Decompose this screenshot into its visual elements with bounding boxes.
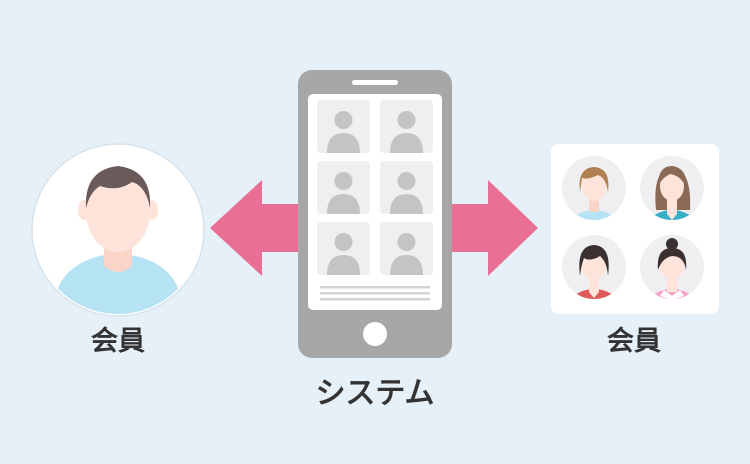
right-arrow-icon [449, 180, 538, 276]
smartphone-icon [298, 70, 452, 358]
user-silhouette-icon [317, 222, 370, 275]
user-silhouette-icon [380, 222, 433, 275]
left-arrow-icon [210, 180, 300, 276]
user-silhouette-icon [317, 100, 370, 153]
right-member-label: 会員 [607, 326, 661, 357]
system-label: システム [315, 376, 435, 411]
phone-avatar-grid [317, 100, 433, 275]
user-silhouette-icon [317, 161, 370, 214]
left-member-label: 会員 [91, 326, 145, 357]
members-card [551, 144, 719, 314]
user-silhouette-icon [380, 161, 433, 214]
male-user-icon [31, 143, 205, 317]
user-silhouette-icon [380, 100, 433, 153]
phone-text-lines [320, 286, 430, 301]
